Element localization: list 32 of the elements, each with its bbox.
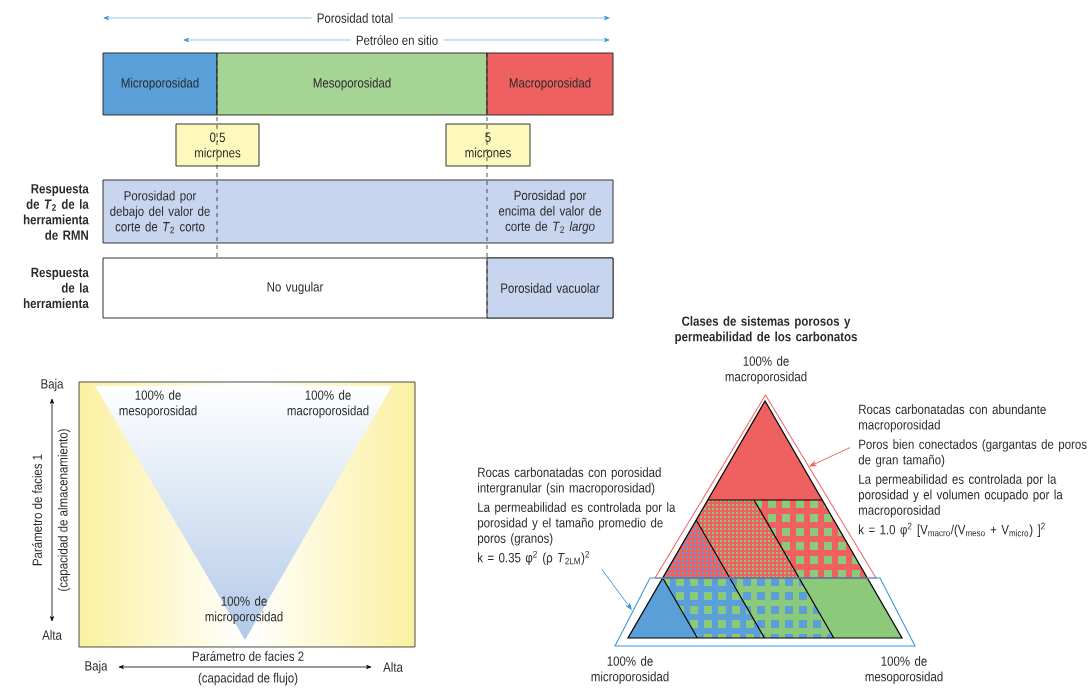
- threshold-box: 5 micrones: [445, 123, 531, 167]
- corner-label: 100% de microporosidad: [591, 656, 669, 684]
- axis-title: (capacidad de flujo): [198, 672, 298, 686]
- row-heading: Respuesta de T$_{2}$ de la herramienta de RMN: [23, 184, 89, 240]
- annotation-text: Rocas carbonatadas con abundante macroporosidad Poros bien conectados (gargantas de poros de gran tamaño) La permeabilidad es controlada por la porosidad y el volumen ocupado por la macroporosidad k = 1.0 φ$^{2}$ [V$_{macro}$/(V$_{meso}$ + V$_{micro}$) ]$^{2}$: [858, 404, 1087, 537]
- porosity-segment: Macroporosidad: [486, 52, 614, 116]
- dimension-label: Petróleo en sitio: [350, 33, 444, 47]
- leader-arrow: [809, 447, 851, 467]
- axis-label: Alta: [42, 630, 62, 640]
- corner-label: 100% de macroporosidad: [287, 390, 369, 418]
- axis-title: (capacidad de almacenamiento): [57, 429, 71, 591]
- axis-label: Baja: [85, 660, 108, 674]
- chart-title: Clases de sistemas porosos y permeabilidad de los carbonatos: [675, 316, 857, 344]
- corner-label: 100% de mesoporosidad: [865, 656, 943, 684]
- leader-arrow: [601, 568, 632, 610]
- threshold-box: 0.5 micrones: [175, 123, 260, 167]
- response-row: Porosidad por debajo del valor de corte de T$_{2}$ corto Porosidad por encima del valor de corte de T$_{2}$ largo: [102, 179, 614, 244]
- node-label: Porosidad por encima del valor de corte de T$_{2}$ largo: [498, 190, 602, 234]
- dimension-label: Porosidad total: [311, 11, 399, 25]
- porosity-segment: Mesoporosidad: [216, 52, 488, 116]
- axis-title: Parámetro de facies 1: [32, 454, 42, 566]
- trapezoid-outline: [614, 577, 916, 647]
- annotation-text: Rocas carbonatadas con porosidad intergranular (sin macroporosidad) La permeabilidad es controlada por la porosidad y el tamaño promedio de poros (granos) k = 0.35 φ$^{2}$ (ρ T$_{2LM}$)$^{2}$: [478, 467, 676, 565]
- corner-label: 100% de mesoporosidad: [119, 390, 197, 418]
- response-cell: Porosidad vacuolar: [486, 257, 614, 319]
- corner-label: 100% de microporosidad: [205, 596, 283, 624]
- node-label: Porosidad por debajo del valor de corte de T$_{2}$ corto: [110, 190, 210, 234]
- porosity-segment: Microporosidad: [102, 52, 218, 116]
- axis-title: Parámetro de facies 2: [192, 651, 304, 661]
- row-heading: Respuesta de la herramienta: [23, 267, 89, 309]
- axis-label: Alta: [383, 662, 403, 672]
- axis-label: Baja: [41, 378, 64, 392]
